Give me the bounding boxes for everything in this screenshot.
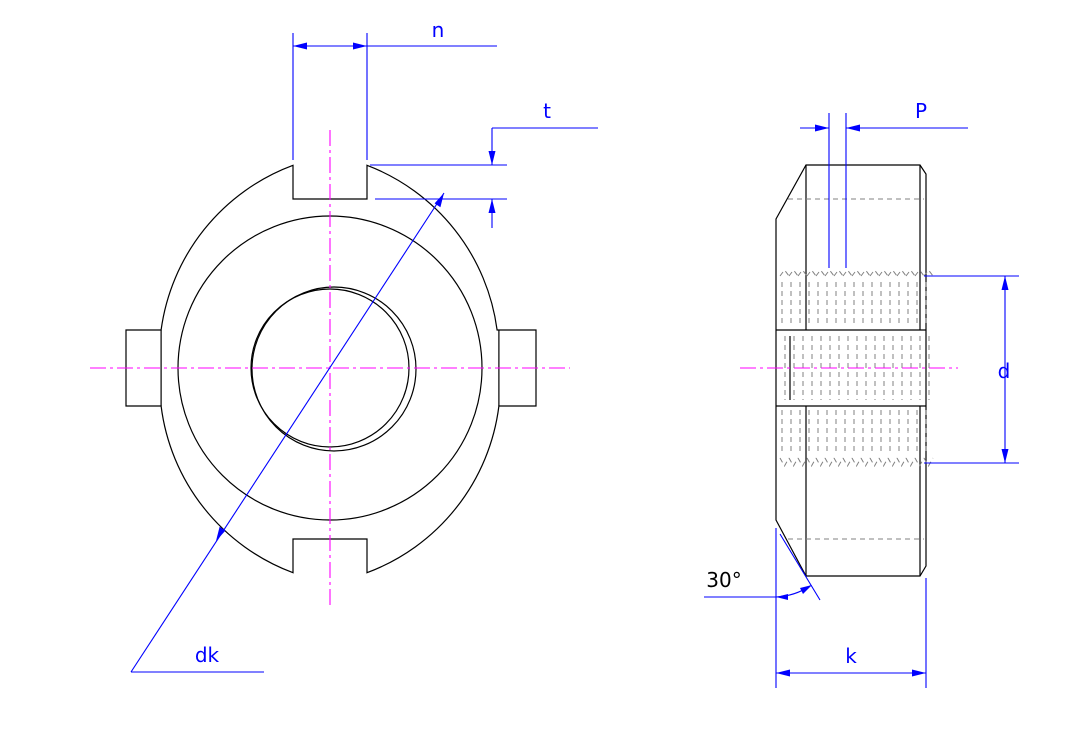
dimension-k: k xyxy=(776,578,927,688)
label-d: d xyxy=(998,359,1011,383)
label-dk: dk xyxy=(195,643,220,667)
label-k: k xyxy=(845,644,857,668)
label-n: n xyxy=(432,18,445,42)
dimension-dk: dk xyxy=(130,192,445,673)
dimension-n: n xyxy=(292,18,497,160)
dimension-d: d xyxy=(924,275,1019,464)
thread-circle xyxy=(251,286,417,452)
label-t: t xyxy=(543,99,551,123)
label-angle: 30° xyxy=(706,568,741,592)
dimension-t: t xyxy=(370,99,598,228)
side-outer-contour xyxy=(775,164,927,577)
dimension-p: P xyxy=(800,99,968,268)
label-p: P xyxy=(915,99,927,123)
nut-outer-contour xyxy=(125,164,537,574)
front-view: n t dk xyxy=(90,18,598,673)
side-view: P d 30° k xyxy=(704,99,1019,688)
dimension-angle: 30° xyxy=(704,528,821,688)
